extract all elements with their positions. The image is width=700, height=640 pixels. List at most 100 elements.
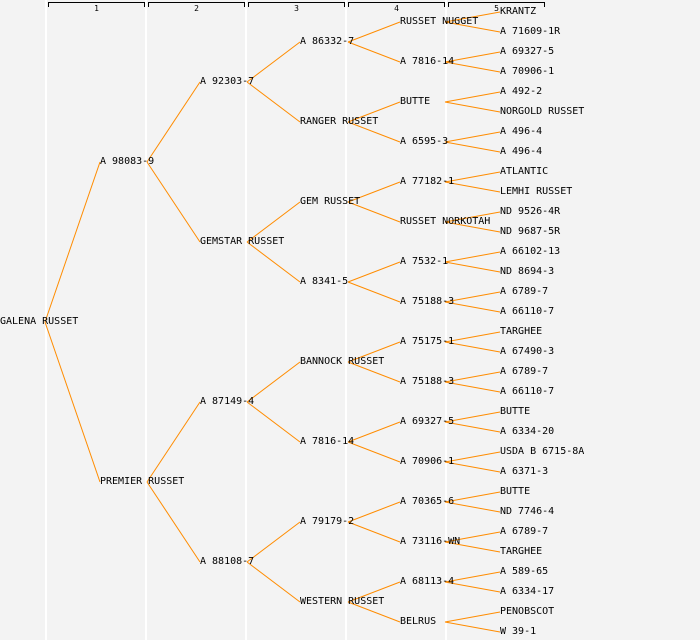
pedigree-node: A 6789-7 <box>500 526 549 537</box>
generation-label: 3 <box>294 4 299 13</box>
pedigree-node: PENOBSCOT <box>500 606 555 617</box>
column-separator <box>245 0 247 640</box>
pedigree-node: TARGHEE <box>500 546 543 557</box>
pedigree-link <box>347 181 401 203</box>
pedigree-link <box>444 491 501 503</box>
pedigree-node: BUTTE <box>500 486 531 497</box>
pedigree-link <box>347 201 401 223</box>
pedigree-node: A 66110-7 <box>500 386 555 397</box>
pedigree-node: A 6789-7 <box>500 366 549 377</box>
pedigree-link <box>246 561 301 603</box>
pedigree-link <box>444 261 501 273</box>
pedigree-node: A 492-2 <box>500 86 543 97</box>
pedigree-link <box>44 161 101 323</box>
pedigree-node: BELRUS <box>400 616 437 627</box>
generation-bracket: 5 <box>448 2 545 13</box>
pedigree-node: A 98083-9 <box>100 156 155 167</box>
pedigree-node: A 75188-3 <box>400 376 455 387</box>
pedigree-node: ND 9687-5R <box>500 226 561 237</box>
column-separator <box>445 0 447 640</box>
generation-bracket: 1 <box>48 2 145 13</box>
pedigree-node: A 75188-3 <box>400 296 455 307</box>
pedigree-link <box>347 601 401 623</box>
pedigree-node: A 77182-1 <box>400 176 455 187</box>
pedigree-link <box>347 281 401 303</box>
pedigree-node: PREMIER RUSSET <box>100 476 185 487</box>
pedigree-link <box>146 481 201 563</box>
pedigree-node: GEMSTAR RUSSET <box>200 236 285 247</box>
pedigree-node: A 86332-7 <box>300 36 355 47</box>
pedigree-node: A 87149-4 <box>200 396 255 407</box>
pedigree-link <box>444 531 501 543</box>
pedigree-node: A 69327-5 <box>500 46 555 57</box>
pedigree-link <box>444 501 501 513</box>
pedigree-node: A 6595-3 <box>400 136 449 147</box>
pedigree-node: A 73116-WN <box>400 536 461 547</box>
pedigree-link <box>444 371 501 383</box>
pedigree-node: BUTTE <box>400 96 431 107</box>
pedigree-node: A 67490-3 <box>500 346 555 357</box>
pedigree-link <box>347 421 401 443</box>
generation-label: 2 <box>194 4 199 13</box>
pedigree-node: RANGER RUSSET <box>300 116 379 127</box>
pedigree-link <box>444 341 501 353</box>
pedigree-node: A 70906-1 <box>400 456 455 467</box>
pedigree-link <box>444 91 501 103</box>
pedigree-link <box>444 461 501 473</box>
pedigree-node: A 496-4 <box>500 146 543 157</box>
pedigree-link <box>444 301 501 313</box>
pedigree-node: A 7816-14 <box>300 436 355 447</box>
generation-bracket: 2 <box>148 2 245 13</box>
pedigree-node: A 496-4 <box>500 126 543 137</box>
generation-label: 1 <box>94 4 99 13</box>
pedigree-link <box>444 571 501 583</box>
pedigree-link <box>444 211 501 223</box>
pedigree-node: A 70365-6 <box>400 496 455 507</box>
pedigree-node: A 6789-7 <box>500 286 549 297</box>
pedigree-link <box>246 241 301 283</box>
pedigree-link <box>444 61 501 73</box>
pedigree-node: A 589-65 <box>500 566 549 577</box>
pedigree-link <box>347 501 401 523</box>
pedigree-link <box>246 361 301 403</box>
pedigree-node: USDA B 6715-8A <box>500 446 585 457</box>
pedigree-link <box>146 81 201 163</box>
pedigree-node: A 70906-1 <box>500 66 555 77</box>
pedigree-link <box>444 251 501 263</box>
pedigree-link <box>246 41 301 83</box>
pedigree-node: GEM RUSSET <box>300 196 361 207</box>
pedigree-node: A 69327-5 <box>400 416 455 427</box>
pedigree-link <box>246 81 301 123</box>
pedigree-link <box>444 141 501 153</box>
generation-label: 5 <box>494 4 499 13</box>
column-separator <box>145 0 147 640</box>
pedigree-link <box>146 161 201 243</box>
pedigree-link <box>444 611 501 623</box>
pedigree-link <box>146 401 201 483</box>
pedigree-link <box>444 181 501 193</box>
pedigree-node: RUSSET NORKOTAH <box>400 216 491 227</box>
pedigree-node: W 39-1 <box>500 626 537 637</box>
pedigree-node: A 7532-1 <box>400 256 449 267</box>
root-variety: GALENA RUSSET <box>0 316 79 327</box>
pedigree-link <box>444 421 501 433</box>
pedigree-link <box>444 381 501 393</box>
pedigree-link <box>347 341 401 363</box>
generation-bracket: 4 <box>348 2 445 13</box>
pedigree-link <box>444 101 501 113</box>
pedigree-node: A 92303-7 <box>200 76 255 87</box>
pedigree-node: TARGHEE <box>500 326 543 337</box>
pedigree-node: A 71609-1R <box>500 26 561 37</box>
pedigree-node: BUTTE <box>500 406 531 417</box>
pedigree-link <box>444 131 501 143</box>
pedigree-node: A 8341-5 <box>300 276 349 287</box>
pedigree-link <box>347 261 401 283</box>
generation-label: 4 <box>394 4 399 13</box>
pedigree-node: A 66110-7 <box>500 306 555 317</box>
pedigree-node: ND 8694-3 <box>500 266 555 277</box>
pedigree-link <box>444 331 501 343</box>
pedigree-node: ND 9526-4R <box>500 206 561 217</box>
pedigree-link <box>444 21 501 33</box>
pedigree-node: ND 7746-4 <box>500 506 555 517</box>
